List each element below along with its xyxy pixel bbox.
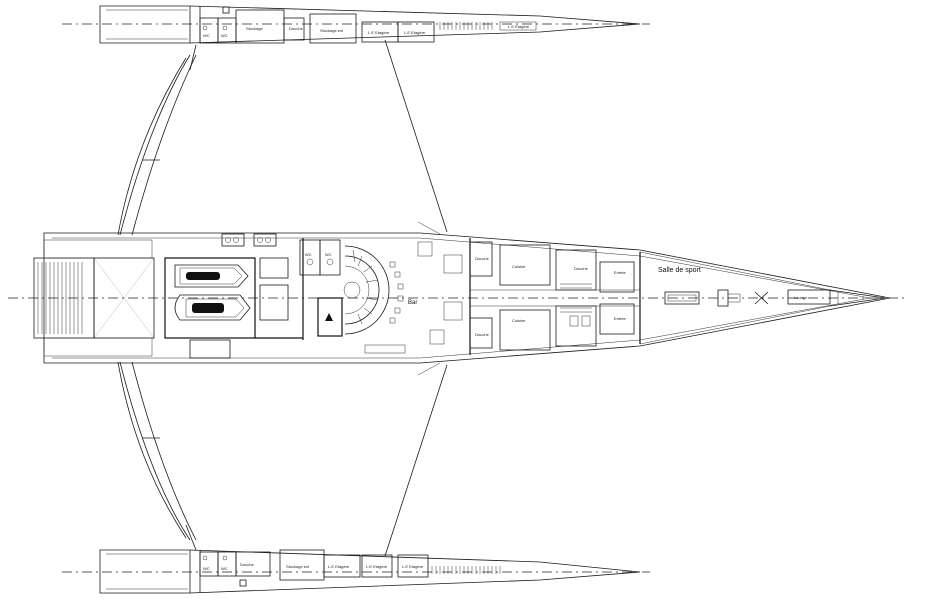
top-etagere-label-3: L.E Etagère xyxy=(508,24,530,29)
gym-label: Salle de sport xyxy=(658,267,701,274)
top-wc-label-1: WC xyxy=(203,33,210,38)
top-douche-label: Douche xyxy=(289,26,304,31)
main-wc-label-2: WC xyxy=(325,252,332,257)
bottom-etagere-label-1: L.E Etagère xyxy=(328,564,350,569)
bottom-etagere-label-2: L.E Etagère xyxy=(366,564,388,569)
outrigger-arms xyxy=(117,39,448,557)
cabin-label-2: Cuisine xyxy=(512,318,526,323)
top-outrigger: WC WC Stockage Douche Stockage ext L.E E… xyxy=(62,5,650,44)
bar-label: Bar xyxy=(408,300,417,306)
jet-ski-2 xyxy=(174,294,251,321)
top-stockage-ext-label: Stockage ext xyxy=(320,28,344,33)
bottom-etagere-label-3: L.E Etagère xyxy=(402,564,424,569)
top-stockage-label: Stockage xyxy=(246,26,263,31)
bottom-stockage-label: Stockage ext xyxy=(286,564,310,569)
main-wc-label-1: WC xyxy=(305,252,312,257)
top-etagere-label-1: L.E Etagère xyxy=(368,30,390,35)
bottom-wc-label-1: WC xyxy=(203,566,210,571)
cabin-douche-label-1: Douche xyxy=(475,256,490,261)
bottom-douche-label: Douche xyxy=(240,562,255,567)
top-wc-label-2: WC xyxy=(221,33,228,38)
bottom-wc-label-2: WC xyxy=(221,566,228,571)
cabin-label-1: Cuisine xyxy=(512,264,526,269)
cabin-label-3: Douche xyxy=(574,266,589,271)
spiral-staircase xyxy=(343,245,390,335)
cabin-douche-label-2: Douche xyxy=(475,332,490,337)
bar-stools xyxy=(389,261,404,324)
cabin-label-5: Entrée xyxy=(614,316,627,321)
main-hull: WC WC Bar xyxy=(8,232,905,364)
forward-lounge-label: Lounge xyxy=(794,295,808,300)
top-etagere-label-2: L.E Etagère xyxy=(404,30,426,35)
bottom-outrigger: WC WC Douche Stockage ext L.E Etagère L.… xyxy=(62,549,650,594)
jet-ski-1 xyxy=(174,264,249,288)
cabin-label-4: Entrée xyxy=(614,270,627,275)
